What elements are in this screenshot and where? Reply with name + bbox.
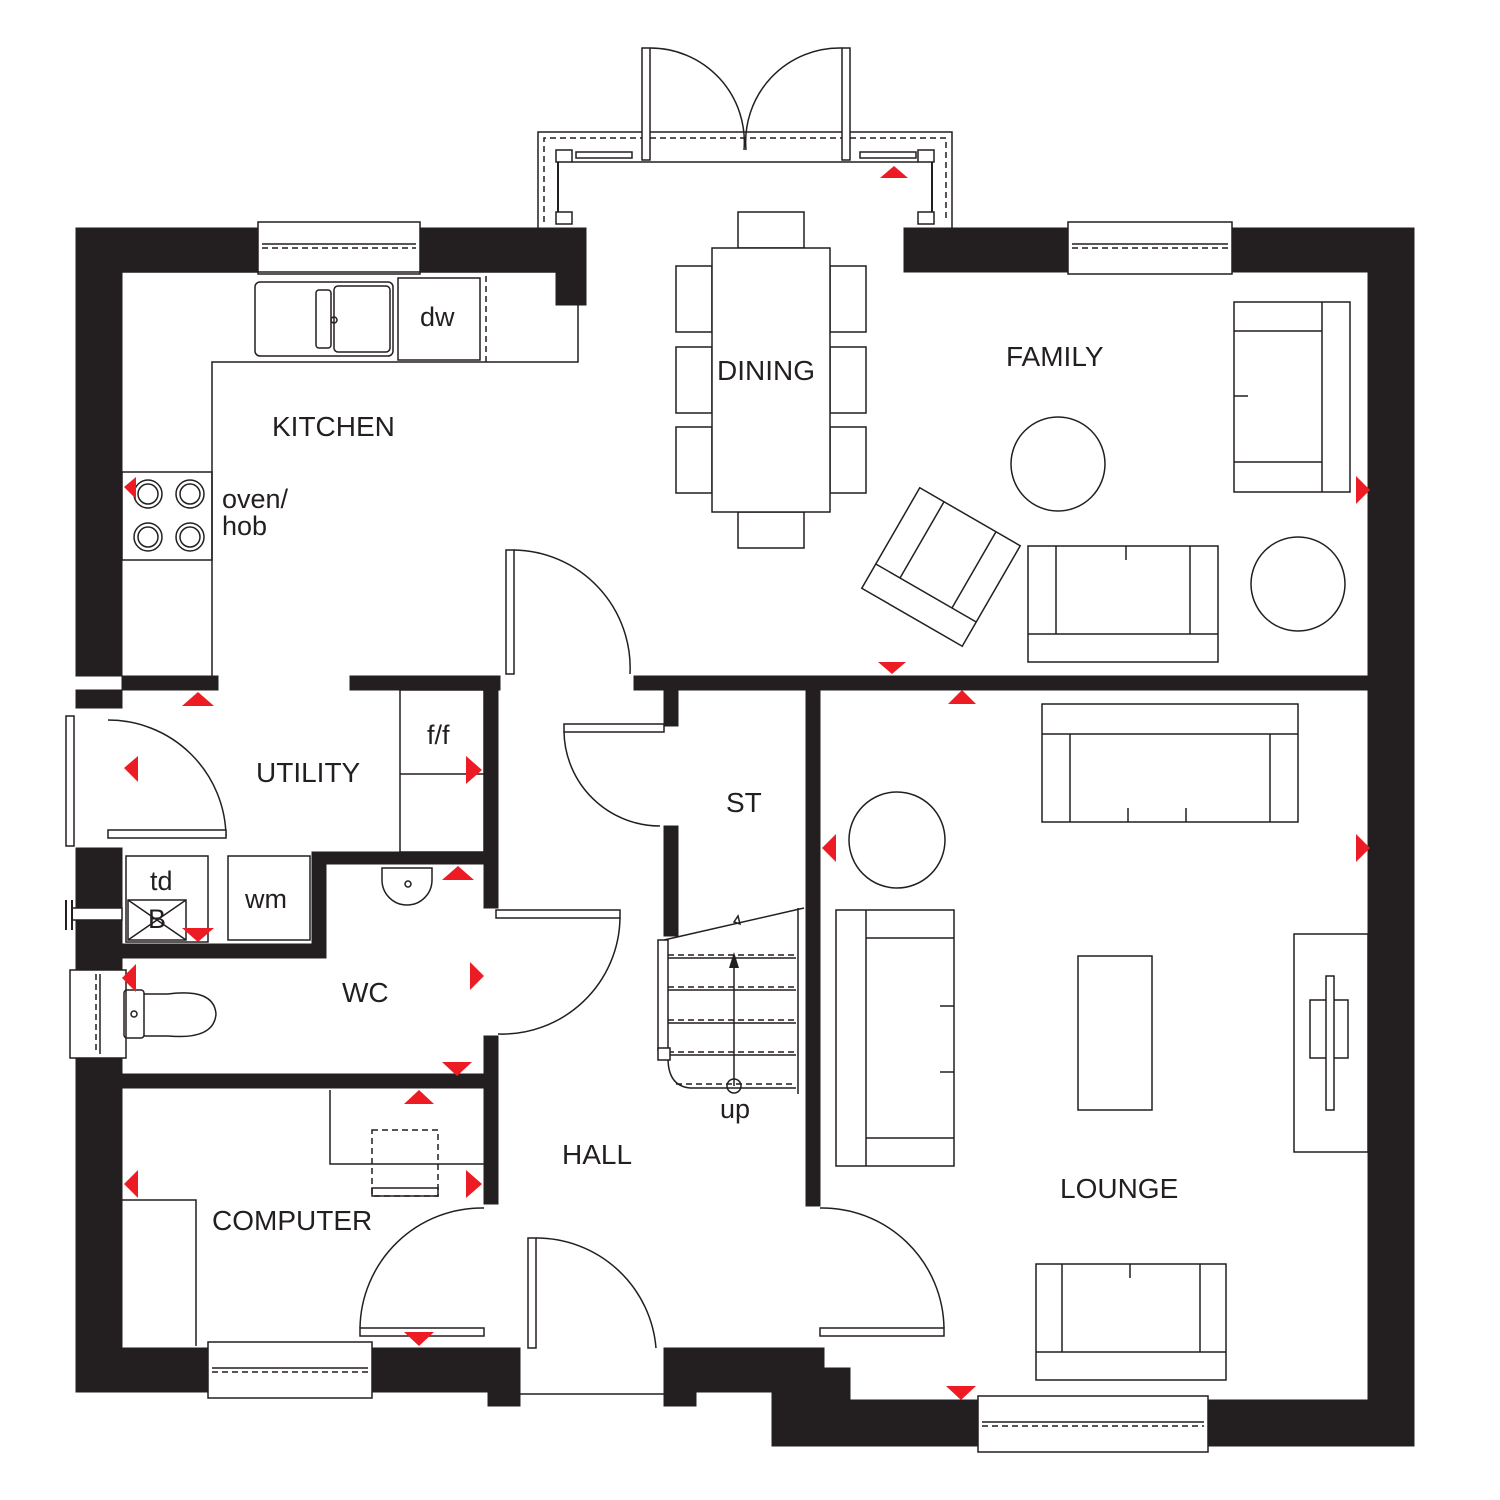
bay-window-outline xyxy=(537,131,953,228)
label-washing-machine: wm xyxy=(244,884,287,914)
marker-right-icon xyxy=(470,962,484,990)
room-labels: KITCHEN DINING FAMILY UTILITY ST WC HALL… xyxy=(212,341,1178,1236)
dining-table-set xyxy=(675,211,867,549)
interior-walls xyxy=(121,675,1369,1207)
label-oven: oven/ xyxy=(222,484,289,514)
room-label-family: FAMILY xyxy=(1006,341,1104,372)
room-label-utility: UTILITY xyxy=(256,757,361,788)
marker-up-icon xyxy=(442,866,474,880)
marker-right-icon xyxy=(466,1170,482,1198)
label-fridge-freezer: f/f xyxy=(427,720,450,750)
computer-furniture xyxy=(122,1090,484,1346)
marker-down-icon xyxy=(946,1386,976,1400)
marker-left-icon xyxy=(124,477,136,499)
label-tumble-dryer: td xyxy=(150,866,173,896)
marker-down-icon xyxy=(182,928,214,942)
room-label-hall: HALL xyxy=(562,1139,632,1170)
room-label-lounge: LOUNGE xyxy=(1060,1173,1178,1204)
marker-left-icon xyxy=(122,964,136,992)
label-stairs-up: up xyxy=(720,1094,750,1124)
room-label-wc: WC xyxy=(342,977,389,1008)
marker-up-icon xyxy=(880,166,908,178)
marker-down-icon xyxy=(404,1332,434,1346)
utility-fixtures xyxy=(125,689,485,943)
window-kitchen xyxy=(257,221,421,275)
marker-left-icon xyxy=(822,834,836,862)
marker-left-icon xyxy=(124,756,138,782)
hob-burners xyxy=(133,479,205,552)
window-computer xyxy=(207,1341,373,1399)
red-direction-markers xyxy=(122,166,1370,1400)
boiler-flue xyxy=(65,900,123,930)
room-label-st: ST xyxy=(726,787,762,818)
window-family xyxy=(1067,221,1233,275)
window-lounge xyxy=(977,1395,1209,1453)
marker-right-icon xyxy=(466,756,482,784)
label-boiler: B xyxy=(148,904,166,934)
marker-up-icon xyxy=(182,692,214,706)
label-hob: hob xyxy=(222,511,267,541)
label-dishwasher: dw xyxy=(420,302,455,332)
lounge-furniture xyxy=(835,703,1369,1381)
room-label-computer: COMPUTER xyxy=(212,1205,372,1236)
room-label-kitchen: KITCHEN xyxy=(272,411,395,442)
marker-down-icon xyxy=(878,662,906,674)
fixture-labels: dw oven/ hob f/f td B wm up xyxy=(148,302,750,1124)
french-doors xyxy=(641,47,851,161)
marker-left-icon xyxy=(124,1170,138,1198)
marker-up-icon xyxy=(404,1090,434,1104)
doors xyxy=(65,549,945,1395)
marker-down-icon xyxy=(442,1062,472,1076)
staircase xyxy=(657,907,805,1094)
marker-up-icon xyxy=(948,690,976,704)
room-label-dining: DINING xyxy=(717,355,815,386)
marker-right-icon xyxy=(1356,834,1370,862)
window-wc xyxy=(69,969,127,1059)
marker-right-icon xyxy=(1356,476,1370,504)
family-furniture xyxy=(860,301,1351,663)
kitchen-worktops xyxy=(121,271,579,676)
